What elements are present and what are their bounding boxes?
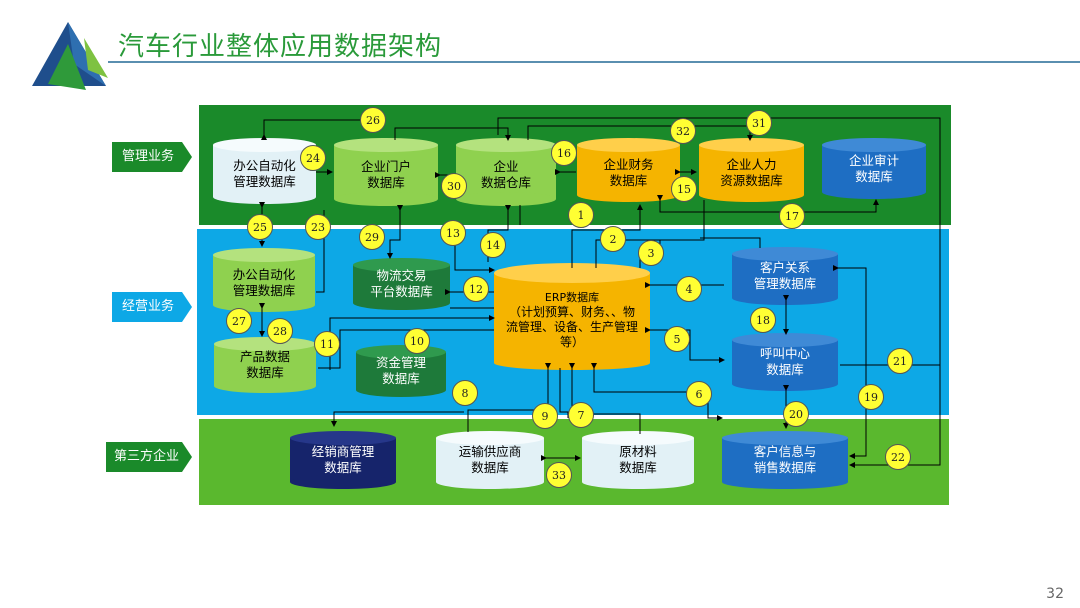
marker-9: 9 bbox=[532, 403, 558, 429]
db-label-line: 运输供应商 bbox=[458, 444, 522, 459]
db-label-line: 客户信息与 bbox=[753, 444, 817, 459]
db-label-line: 管理数据库 bbox=[753, 276, 817, 291]
db-label-line: 企业审计 bbox=[848, 152, 899, 168]
marker-7: 7 bbox=[568, 402, 594, 428]
db-label-line: 办公自动化 bbox=[233, 158, 296, 173]
logo-triangle-icon bbox=[32, 22, 108, 90]
db-raw-material: 原材料数据库 bbox=[582, 431, 694, 489]
lane-label-text: 经营业务 bbox=[122, 299, 175, 314]
db-label-line: 呼叫中心 bbox=[759, 346, 810, 361]
marker-5: 5 bbox=[664, 326, 690, 352]
marker-24: 24 bbox=[300, 145, 326, 171]
marker-3: 3 bbox=[638, 240, 664, 266]
marker-27: 27 bbox=[226, 308, 252, 334]
marker-19: 19 bbox=[858, 384, 884, 410]
db-customer-sales: 客户信息与销售数据库 bbox=[722, 431, 848, 489]
marker-23: 23 bbox=[305, 214, 331, 240]
db-label-line: 销售数据库 bbox=[753, 460, 817, 475]
db-label-line: 企业财务 bbox=[603, 157, 654, 172]
marker-31: 31 bbox=[746, 110, 772, 136]
db-label-line: 资金管理 bbox=[375, 355, 426, 370]
db-label-line: 管理数据库 bbox=[232, 283, 296, 298]
db-label-line: 物流交易 bbox=[376, 268, 427, 283]
db-dealer-management: 经销商管理数据库 bbox=[290, 431, 396, 489]
db-label-line: 数据库 bbox=[367, 175, 405, 190]
db-label-line: 数据库 bbox=[246, 365, 284, 380]
db-label-line: 数据库 bbox=[382, 371, 420, 386]
db-oa-management: 办公自动化管理数据库 bbox=[213, 138, 316, 204]
lane-label-business: 经营业务 bbox=[112, 292, 200, 322]
marker-32: 32 bbox=[670, 118, 696, 144]
db-label-line: 数据库 bbox=[855, 168, 893, 184]
db-logistics-platform: 物流交易平台数据库 bbox=[353, 258, 450, 310]
db-label-line: 原材料 bbox=[619, 444, 657, 459]
db-label-line: 办公自动化 bbox=[232, 267, 296, 282]
db-label-line: 企业门户 bbox=[360, 159, 411, 174]
db-label-line: 客户关系 bbox=[759, 260, 810, 275]
db-label-line: 企业 bbox=[493, 159, 519, 174]
marker-28: 28 bbox=[267, 318, 293, 344]
marker-13: 13 bbox=[440, 220, 466, 246]
page-number: 32 bbox=[1046, 586, 1064, 602]
marker-25: 25 bbox=[247, 214, 273, 240]
db-fund-management: 资金管理数据库 bbox=[356, 345, 446, 397]
marker-30: 30 bbox=[441, 173, 467, 199]
db-enterprise-finance: 企业财务数据库 bbox=[577, 138, 680, 202]
title-divider bbox=[108, 61, 1080, 63]
db-label-line: 企业人力 bbox=[726, 157, 777, 172]
db-label-line: 资源数据库 bbox=[720, 173, 783, 188]
db-label-line: ERP数据库 bbox=[544, 291, 600, 304]
marker-11: 11 bbox=[314, 331, 340, 357]
lane-label-third-party: 第三方企业 bbox=[106, 442, 198, 472]
marker-17: 17 bbox=[779, 203, 805, 229]
marker-16: 16 bbox=[551, 140, 577, 166]
db-label-line: 等） bbox=[559, 335, 584, 349]
db-label-line: 经销商管理 bbox=[311, 444, 375, 459]
marker-4: 4 bbox=[676, 276, 702, 302]
db-label-line: 数据库 bbox=[766, 362, 804, 377]
marker-2: 2 bbox=[600, 226, 626, 252]
db-label-line: 流管理、设备、生产管理 bbox=[505, 320, 638, 334]
marker-6: 6 bbox=[686, 381, 712, 407]
marker-33: 33 bbox=[546, 462, 572, 488]
db-label-line: 数据库 bbox=[609, 173, 648, 188]
marker-26: 26 bbox=[360, 107, 386, 133]
db-label-line: 数据库 bbox=[324, 460, 362, 475]
db-erp: ERP数据库 （计划预算、财务、、物 流管理、设备、生产管理 等） bbox=[494, 263, 650, 370]
db-label-line: 数据仓库 bbox=[480, 175, 531, 190]
lane-label-management: 管理业务 bbox=[112, 142, 200, 172]
marker-15: 15 bbox=[671, 176, 697, 202]
lane-label-text: 第三方企业 bbox=[114, 449, 180, 464]
db-label-line: 管理数据库 bbox=[233, 174, 296, 189]
db-enterprise-audit: 企业审计数据库 bbox=[822, 138, 926, 199]
db-data-warehouse: 企业数据仓库 bbox=[456, 138, 556, 206]
db-call-center: 呼叫中心数据库 bbox=[732, 333, 838, 391]
marker-22: 22 bbox=[885, 444, 911, 470]
marker-29: 29 bbox=[359, 224, 385, 250]
marker-21: 21 bbox=[887, 348, 913, 374]
page-title: 汽车行业整体应用数据架构 bbox=[118, 32, 443, 62]
db-label-line: 产品数据 bbox=[239, 349, 290, 364]
marker-12: 12 bbox=[463, 276, 489, 302]
db-label-line: 数据库 bbox=[619, 460, 657, 475]
db-human-resources: 企业人力资源数据库 bbox=[699, 138, 804, 202]
db-enterprise-portal: 企业门户数据库 bbox=[334, 138, 438, 206]
marker-10: 10 bbox=[404, 328, 430, 354]
db-label-line: （计划预算、财务、、物 bbox=[508, 305, 635, 319]
marker-20: 20 bbox=[783, 401, 809, 427]
db-label-line: 平台数据库 bbox=[370, 284, 433, 299]
db-product-data: 产品数据数据库 bbox=[214, 337, 316, 393]
db-oa-business: 办公自动化管理数据库 bbox=[213, 248, 315, 312]
lane-label-text: 管理业务 bbox=[122, 149, 175, 164]
marker-18: 18 bbox=[750, 307, 776, 333]
db-crm: 客户关系管理数据库 bbox=[732, 247, 838, 305]
db-label-line: 数据库 bbox=[471, 460, 509, 475]
marker-8: 8 bbox=[452, 380, 478, 406]
db-transport-supplier: 运输供应商数据库 bbox=[436, 431, 544, 489]
marker-14: 14 bbox=[480, 232, 506, 258]
marker-1: 1 bbox=[568, 202, 594, 228]
